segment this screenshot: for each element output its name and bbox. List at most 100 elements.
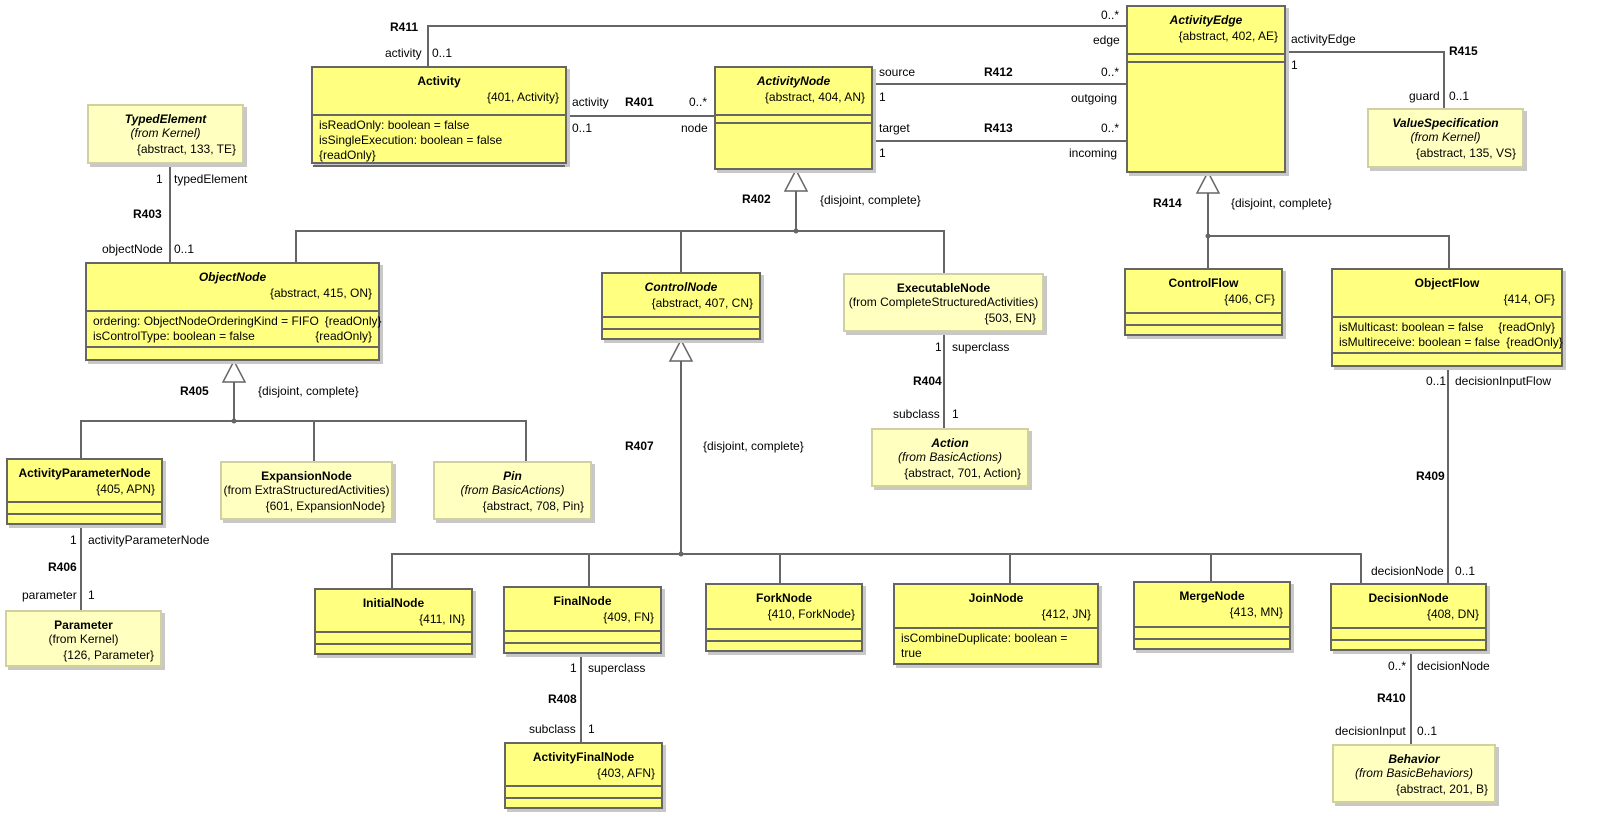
operation-compartment: [1126, 324, 1281, 332]
attribute-compartment: [716, 114, 871, 122]
role-label: subclass: [529, 722, 576, 736]
multiplicity-label: 0..1: [1455, 564, 1476, 578]
multiplicity-label: 1: [88, 588, 95, 602]
forknode-class[interactable]: ForkNode {410, ForkNode}: [705, 583, 863, 652]
mergenode-class[interactable]: MergeNode {413, MN}: [1133, 581, 1291, 650]
class-name: ActivityEdge: [1169, 13, 1243, 27]
attribute-compartment: [506, 785, 661, 797]
activityedge-class[interactable]: ActivityEdge {abstract, 402, AE}: [1126, 5, 1286, 173]
pin-class[interactable]: Pin (from BasicActions) {abstract, 708, …: [433, 461, 592, 520]
controlnode-class[interactable]: ControlNode {abstract, 407, CN}: [601, 272, 761, 340]
class-name: Pin: [503, 469, 522, 483]
joinnode-class[interactable]: JoinNode {412, JN} isCombineDuplicate: b…: [893, 583, 1099, 665]
multiplicity-label: 1: [879, 90, 886, 104]
class-keyletters: {601, ExpansionNode}: [265, 499, 385, 513]
role-label: guard: [1409, 89, 1440, 103]
role-label: decisionNode: [1417, 659, 1490, 673]
class-name: ControlFlow: [1168, 276, 1239, 290]
class-keyletters: {abstract, 708, Pin}: [482, 499, 584, 513]
role-label: activity: [385, 46, 422, 60]
relationship-r410: R410: [1377, 691, 1406, 705]
class-name: ExpansionNode: [261, 469, 352, 483]
attribute: isControlType: boolean = false{readOnly}: [93, 329, 372, 343]
role-label: node: [681, 121, 708, 135]
valuespecification-class[interactable]: ValueSpecification (from Kernel) {abstra…: [1367, 108, 1524, 168]
attribute: isReadOnly: boolean = false: [319, 118, 470, 132]
class-package: (from ExtraStructuredActivities): [223, 483, 390, 497]
class-keyletters: {abstract, 415, ON}: [269, 286, 372, 300]
activityparameternode-class[interactable]: ActivityParameterNode {405, APN}: [6, 458, 163, 525]
class-package: (from BasicActions): [460, 483, 565, 497]
attribute: isCombineDuplicate: boolean = true: [901, 631, 1068, 660]
class-name: Parameter: [54, 618, 113, 632]
parameter-class[interactable]: Parameter (from Kernel) {126, Parameter}: [5, 610, 162, 667]
operation-compartment: [603, 328, 759, 336]
class-package: (from BasicBehaviors): [1354, 766, 1474, 780]
class-package: (from CompleteStructuredActivities): [848, 295, 1039, 309]
initialnode-class[interactable]: InitialNode {411, IN}: [314, 588, 473, 655]
relationship-r407: R407: [625, 439, 654, 453]
class-keyletters: {abstract, 407, CN}: [651, 296, 753, 310]
typedelement-class[interactable]: TypedElement (from Kernel) {abstract, 13…: [87, 104, 244, 164]
multiplicity-label: 1: [879, 146, 886, 160]
expansionnode-class[interactable]: ExpansionNode (from ExtraStructuredActiv…: [220, 461, 393, 520]
relationship-r404: R404: [913, 374, 942, 388]
executablenode-class[interactable]: ExecutableNode (from CompleteStructuredA…: [843, 273, 1044, 332]
finalnode-class[interactable]: FinalNode {409, FN}: [503, 586, 662, 654]
class-name: ActivityNode: [756, 74, 831, 88]
behavior-class[interactable]: Behavior (from BasicBehaviors) {abstract…: [1332, 744, 1496, 803]
role-label: typedElement: [174, 172, 248, 186]
class-name: ObjectFlow: [1414, 276, 1480, 290]
multiplicity-label: 1: [570, 661, 577, 675]
operation-compartment: [716, 122, 871, 130]
class-package: (from Kernel): [48, 632, 119, 646]
gen-constraint-r414: {disjoint, complete}: [1231, 196, 1332, 210]
class-name: Activity: [417, 74, 461, 88]
class-keyletters: {abstract, 135, VS}: [1415, 146, 1516, 160]
multiplicity-label: 1: [935, 340, 942, 354]
attribute: ordering: ObjectNodeOrderingKind = FIFO{…: [93, 314, 382, 328]
gen-constraint-r405: {disjoint, complete}: [258, 384, 359, 398]
class-keyletters: {abstract, 201, B}: [1395, 782, 1488, 796]
operation-compartment: [505, 642, 660, 650]
class-keyletters: {abstract, 133, TE}: [136, 142, 236, 156]
activity-class[interactable]: Activity {401, Activity} isReadOnly: boo…: [311, 66, 567, 167]
relationship-r401: R401: [625, 95, 654, 109]
attribute: isMultireceive: boolean = false{readOnly…: [1339, 335, 1563, 349]
class-keyletters: {413, MN}: [1229, 605, 1283, 619]
role-label: decisionInputFlow: [1455, 374, 1552, 388]
class-name: DecisionNode: [1368, 591, 1449, 605]
role-label: superclass: [588, 661, 646, 675]
multiplicity-label: 0..*: [1101, 121, 1120, 135]
role-label: incoming: [1069, 146, 1118, 160]
action-class[interactable]: Action (from BasicActions) {abstract, 70…: [871, 428, 1029, 487]
decisionnode-class[interactable]: DecisionNode {408, DN}: [1330, 583, 1487, 651]
class-keyletters: {abstract, 404, AN}: [764, 90, 865, 104]
operation-compartment: [707, 640, 861, 648]
class-name: ActivityFinalNode: [532, 750, 635, 764]
controlflow-class[interactable]: ControlFlow {406, CF}: [1124, 268, 1283, 336]
relationship-r412: R412: [984, 65, 1013, 79]
multiplicity-label: 0..1: [432, 46, 453, 60]
attribute-compartment: [8, 501, 161, 513]
class-keyletters: {401, Activity}: [486, 90, 559, 104]
attribute-compartment: [603, 316, 759, 328]
attribute-compartment: [505, 630, 660, 642]
relationship-r408: R408: [548, 692, 577, 706]
attribute-compartment: [1135, 626, 1289, 638]
activityfinalnode-class[interactable]: ActivityFinalNode {403, AFN}: [504, 742, 663, 809]
multiplicity-label: 1: [156, 172, 163, 186]
objectflow-class[interactable]: ObjectFlow {414, OF} isMulticast: boolea…: [1331, 268, 1563, 367]
activitynode-class[interactable]: ActivityNode {abstract, 404, AN}: [714, 66, 873, 170]
relationship-r409: R409: [1416, 469, 1445, 483]
operation-compartment: [313, 165, 565, 173]
multiplicity-label: 1: [1291, 58, 1298, 72]
multiplicity-label: 0..*: [1388, 659, 1407, 673]
class-keyletters: {412, JN}: [1041, 607, 1091, 621]
class-name: TypedElement: [124, 112, 207, 126]
gen-constraint-r402: {disjoint, complete}: [820, 193, 921, 207]
objectnode-class[interactable]: ObjectNode {abstract, 415, ON} ordering:…: [85, 262, 382, 361]
multiplicity-label: 0..1: [1426, 374, 1447, 388]
class-name: MergeNode: [1179, 589, 1245, 603]
operation-compartment: [1333, 352, 1561, 360]
